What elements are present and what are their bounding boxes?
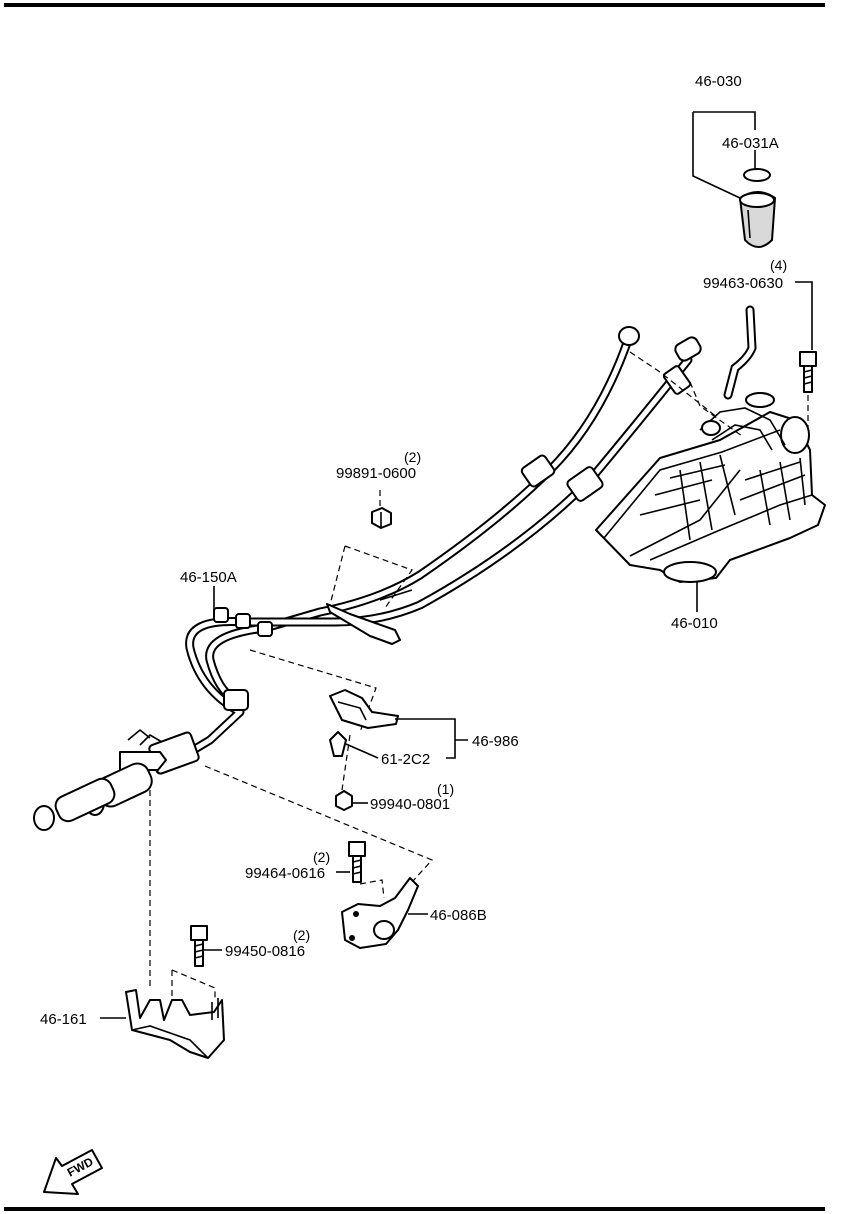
qty-99940-0801: (1) [437, 781, 454, 797]
qty-99450-0816: (2) [293, 927, 310, 943]
label-99891-0600: 99891-0600 [336, 465, 416, 482]
shift-cable-assembly[interactable] [33, 326, 703, 831]
qty-99463-0630: (4) [770, 257, 787, 273]
bolt-99450-0816[interactable] [190, 925, 208, 967]
nut-99940-0801[interactable] [335, 790, 353, 811]
nut-99891-0600[interactable] [371, 507, 392, 529]
label-61-2C2: 61-2C2 [381, 751, 430, 768]
cable-bracket-46-086B[interactable] [341, 877, 419, 949]
leader-61-2C2 [345, 743, 379, 759]
leader-99463-0630 [795, 281, 813, 350]
leader-46-986 [395, 718, 468, 759]
clip-61-2C2[interactable] [329, 731, 347, 757]
label-46-161: 46-161 [40, 1011, 87, 1028]
bolt-99464-0616[interactable] [348, 841, 366, 883]
label-99940-0801: 99940-0801 [370, 796, 450, 813]
label-46-986: 46-986 [472, 733, 519, 750]
qty-99464-0616: (2) [313, 849, 330, 865]
label-46-030: 46-030 [695, 73, 742, 90]
label-99450-0816: 99450-0816 [225, 943, 305, 960]
label-99463-0630: 99463-0630 [703, 275, 783, 292]
qty-99891-0600: (2) [404, 449, 421, 465]
shift-knob[interactable] [739, 168, 776, 248]
label-46-010: 46-010 [671, 615, 718, 632]
shift-lever-assembly[interactable] [595, 392, 826, 583]
label-46-031A: 46-031A [722, 135, 779, 152]
label-46-086B: 46-086B [430, 907, 487, 924]
cable-bracket-46-161[interactable] [125, 989, 225, 1059]
fwd-arrow-icon: FWD [43, 1149, 103, 1195]
label-99464-0616: 99464-0616 [245, 865, 325, 882]
bracket-46-986[interactable] [329, 689, 399, 729]
label-46-150A: 46-150A [180, 569, 237, 586]
leader-46-030 [692, 111, 756, 199]
bolt-99463-0630[interactable] [799, 351, 817, 393]
